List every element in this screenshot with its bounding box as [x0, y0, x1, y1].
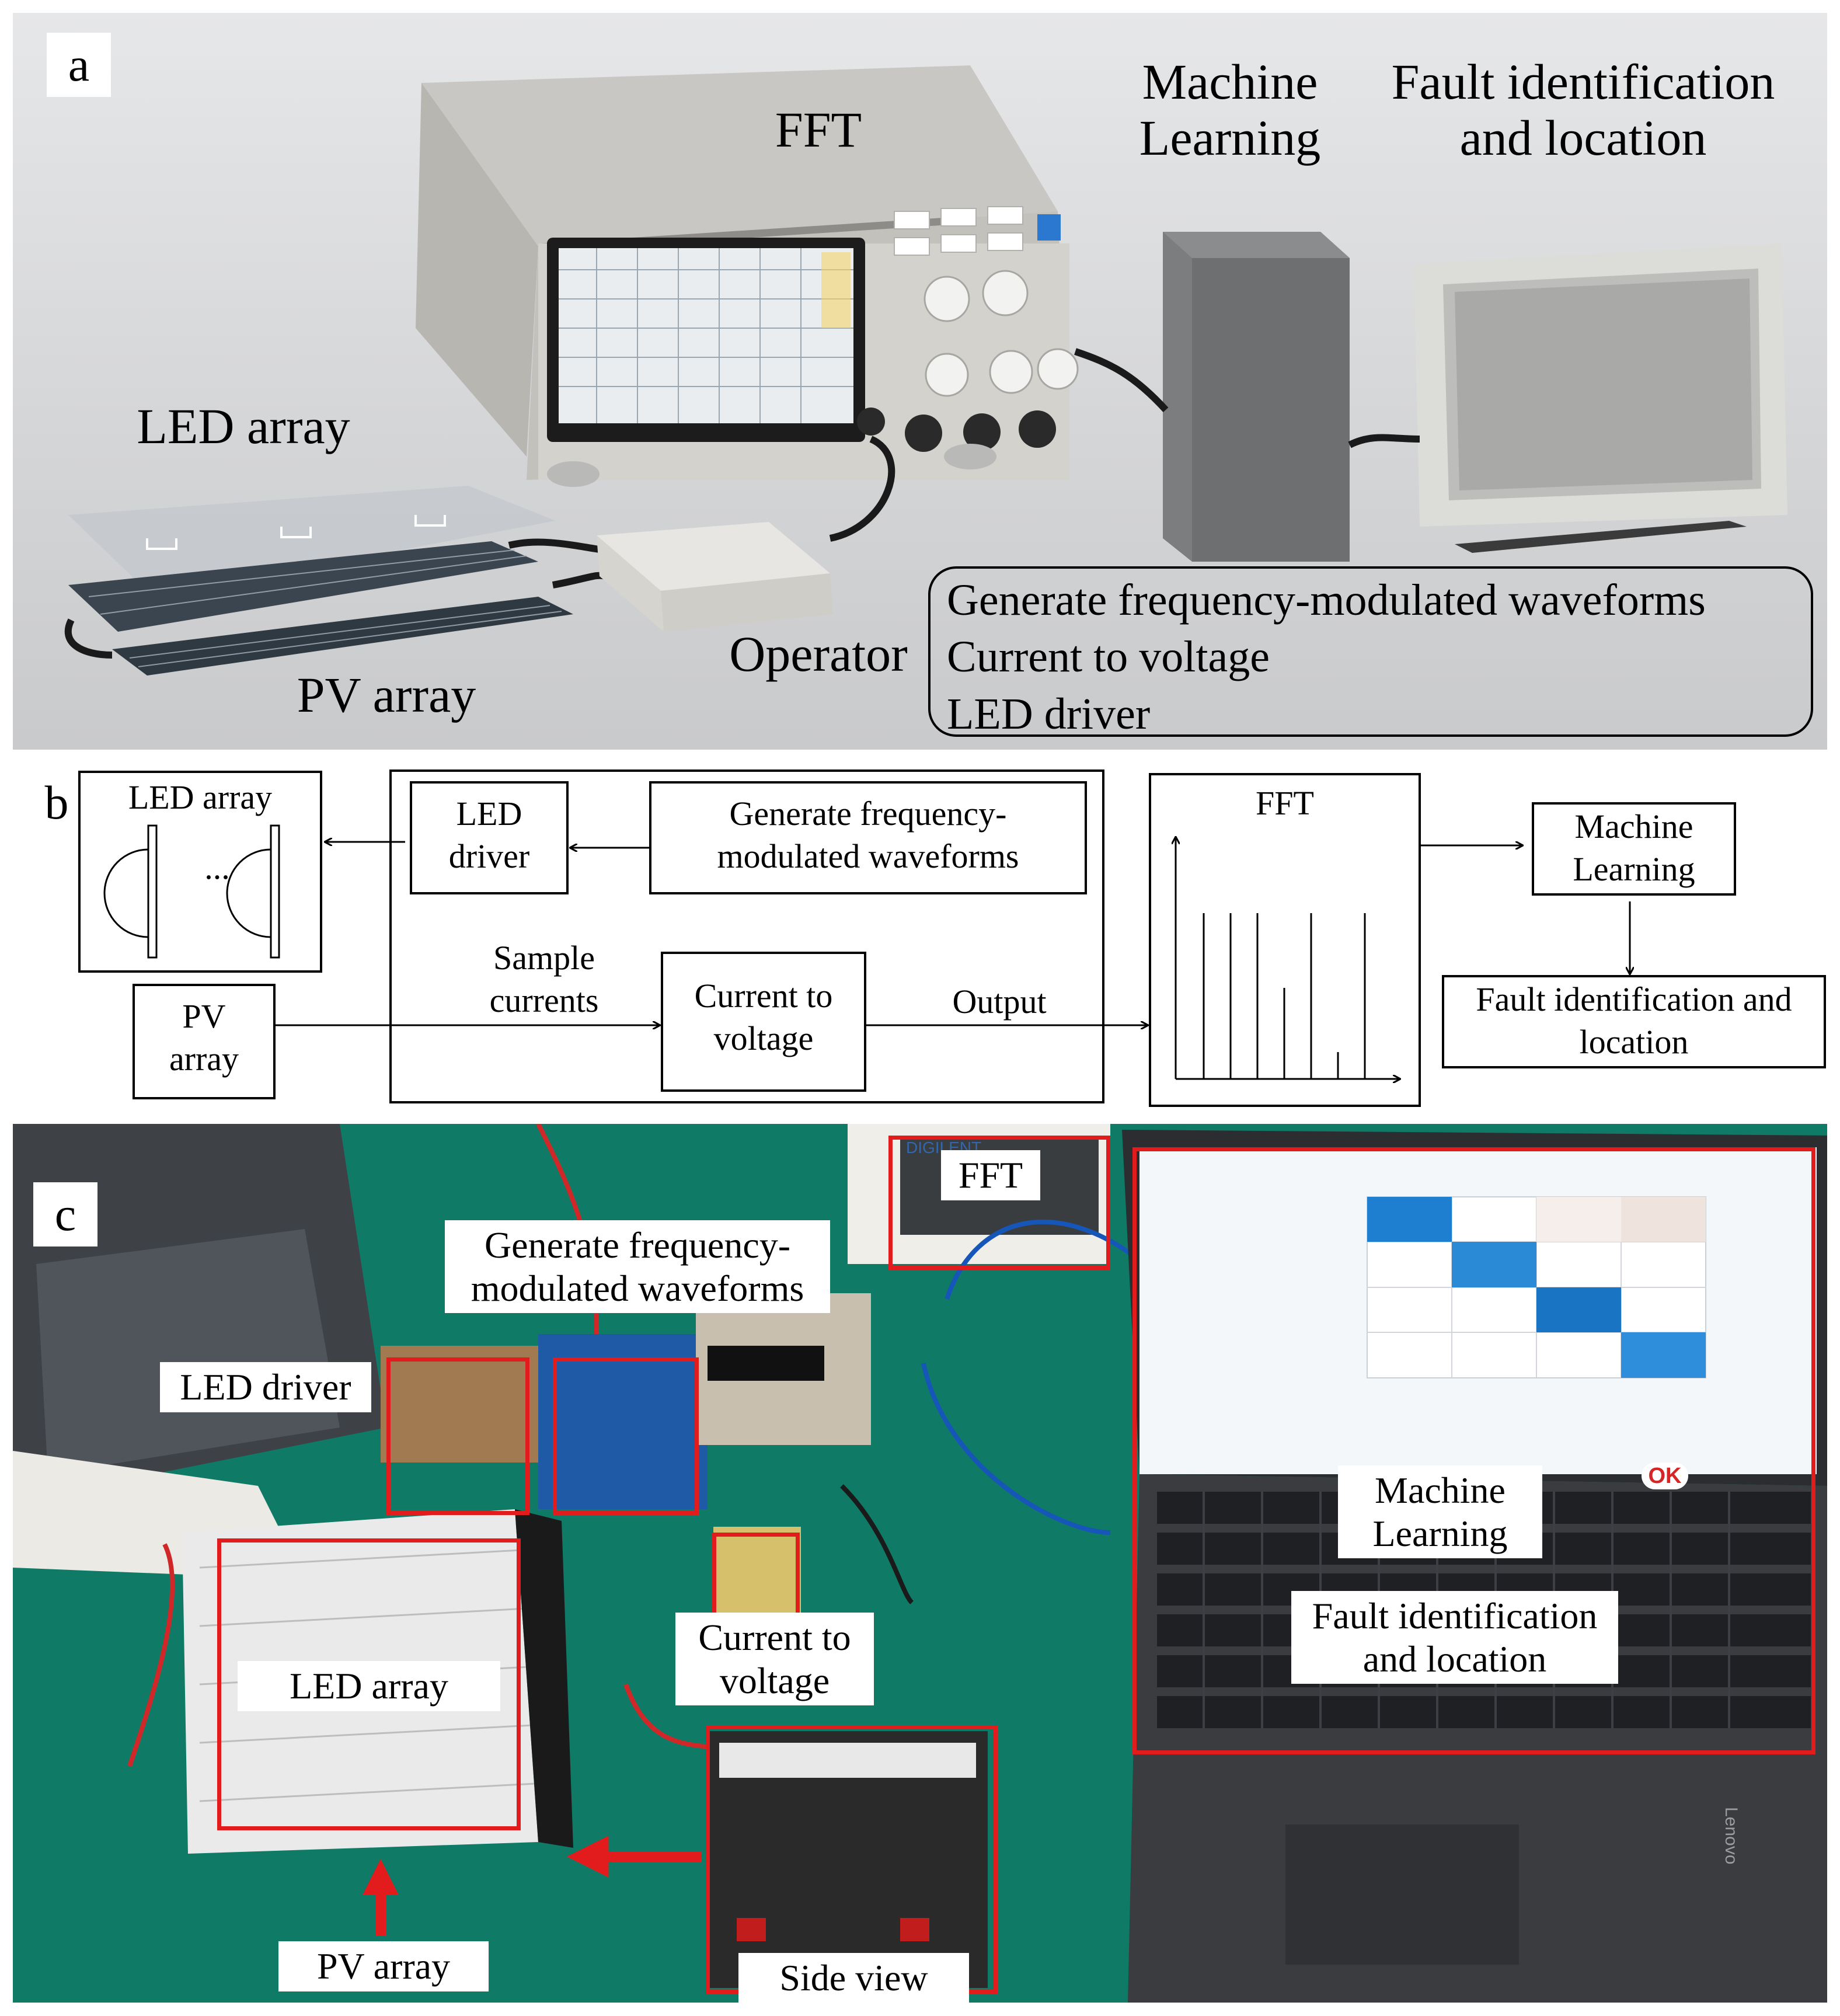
diagram-sample-line2: currents: [489, 981, 599, 1019]
panel-a-ml-line1: Machine: [1142, 54, 1318, 110]
diagram-pv-line1: PV: [182, 997, 226, 1035]
operator-function-0: Generate frequency-modulated waveforms: [947, 576, 1706, 625]
photo-fft-label: FFT: [941, 1150, 1040, 1200]
diagram-fault-line2: location: [1579, 1022, 1689, 1061]
led-symbol-icons: [103, 824, 280, 959]
diagram-pv-array-box: [133, 984, 276, 1099]
highlight-led-array: [217, 1538, 521, 1830]
panel-a-fault-line2: and location: [1459, 110, 1707, 166]
diagram-generate-line2: modulated waveforms: [717, 837, 1019, 875]
photo-fault-label: Fault identification and location: [1291, 1591, 1618, 1684]
diagram-led-array-box: [78, 771, 322, 973]
photo-fault-line2: and location: [1362, 1638, 1547, 1680]
diagram-led-array-label: LED array: [128, 778, 273, 816]
machine-learning-box-illustration: [1163, 232, 1350, 562]
fft-spectrum-icon: [1149, 773, 1421, 1107]
panel-b-letter: b: [30, 771, 83, 835]
photo-side-view-label: Side view: [738, 1953, 969, 2003]
panel-c-letter: c: [33, 1182, 97, 1246]
panel-a-illustration: [64, 65, 1787, 676]
diagram-ml-label: Machine Learning: [1532, 806, 1736, 890]
diagram-led-driver-line2: driver: [448, 837, 530, 875]
photo-ml-line2: Learning: [1372, 1512, 1508, 1554]
photo-ml-label: Machine Learning: [1338, 1465, 1542, 1559]
photo-generate-line1: Generate frequency-: [484, 1224, 791, 1266]
operator-box-illustration: [597, 522, 833, 632]
panel-a-ml-line2: Learning: [1139, 110, 1321, 166]
diagram-output-label: Output: [952, 983, 1047, 1021]
ok-badge: OK: [1642, 1463, 1688, 1489]
diagram-generate-box: [649, 781, 1087, 894]
confusion-matrix-illustration: [1367, 1196, 1706, 1378]
operator-function-2: LED driver: [947, 689, 1151, 739]
diagram-fault-label: Fault identification and location: [1442, 979, 1826, 1063]
panel-a: a FFT Machine Learning Fault identificat…: [13, 13, 1827, 750]
diagram-ml-box: [1532, 802, 1736, 896]
panel-c-photo: [13, 1124, 1827, 2003]
photo-led-array-label: LED array: [238, 1661, 500, 1711]
operator-function-1: Current to voltage: [947, 632, 1270, 682]
highlight-laptop: [1132, 1147, 1815, 1754]
panel-b: b LED array ... LED driver: [13, 759, 1827, 1109]
highlight-fft: [888, 1136, 1110, 1270]
photo-current-line2: voltage: [719, 1659, 830, 1701]
diagram-sample-line1: Sample: [493, 939, 595, 977]
highlight-generate: [553, 1357, 699, 1515]
photo-generate-label: Generate frequency- modulated waveforms: [445, 1220, 830, 1314]
diagram-sample-currents-label: Sample currents: [456, 937, 632, 1022]
diagram-pv-array-label: PV array: [133, 995, 276, 1080]
array-illustration: [68, 486, 573, 676]
panel-a-ml-label: Machine Learning: [1134, 54, 1326, 166]
monitor-illustration: [1414, 243, 1787, 553]
panel-a-pv-array-label: PV array: [297, 667, 476, 723]
panel-a-operator-label: Operator: [729, 626, 908, 682]
diagram-led-driver-line1: LED: [456, 795, 522, 833]
panel-a-led-array-label: LED array: [137, 398, 350, 454]
diagram-operator-box: [389, 770, 1104, 1103]
diagram-pv-line2: array: [169, 1039, 239, 1078]
diagram-fault-box: [1442, 975, 1826, 1068]
diagram-generate-label: Generate frequency- modulated waveforms: [649, 793, 1087, 878]
panel-a-letter: a: [47, 33, 111, 97]
diagram-fault-line1: Fault identification and: [1476, 980, 1792, 1018]
diagram-ml-line1: Machine: [1574, 807, 1693, 845]
photo-current-line1: Current to: [698, 1617, 851, 1658]
oscilloscope-illustration: [416, 65, 1079, 487]
diagram-current-label: Current to voltage: [661, 975, 866, 1060]
panel-a-fft-label: FFT: [775, 102, 862, 158]
panel-b-connectors: [276, 759, 1827, 1109]
photo-fault-line1: Fault identification: [1312, 1595, 1598, 1637]
operator-functions-box: Generate frequency-modulated waveforms C…: [928, 566, 1813, 739]
diagram-fft-label: FFT: [1256, 784, 1314, 822]
diagram-led-driver-label: LED driver: [410, 793, 569, 878]
panel-a-fault-label: Fault identification and location: [1355, 54, 1811, 166]
photo-led-driver-label: LED driver: [160, 1362, 371, 1412]
diagram-generate-line1: Generate frequency-: [729, 795, 1007, 833]
photo-pv-array-label: PV array: [278, 1941, 489, 1991]
diagram-current-box: [661, 952, 866, 1092]
highlight-led-driver: [386, 1357, 529, 1515]
led-ellipsis: ...: [204, 848, 230, 886]
laptop-brand-text: Lenovo: [1721, 1807, 1741, 1865]
diagram-led-driver-box: [410, 781, 569, 894]
photo-ml-line1: Machine: [1375, 1470, 1506, 1511]
diagram-current-line1: Current to: [694, 977, 833, 1015]
diagram-current-line2: voltage: [713, 1019, 814, 1057]
diagram-ml-line2: Learning: [1573, 849, 1695, 888]
panel-c: OK Lenovo DIGILENT c FFT Generate freque…: [13, 1124, 1827, 2003]
photo-generate-line2: modulated waveforms: [471, 1267, 804, 1309]
panel-a-fault-line1: Fault identification: [1391, 54, 1775, 110]
photo-current-label: Current to voltage: [675, 1613, 874, 1706]
